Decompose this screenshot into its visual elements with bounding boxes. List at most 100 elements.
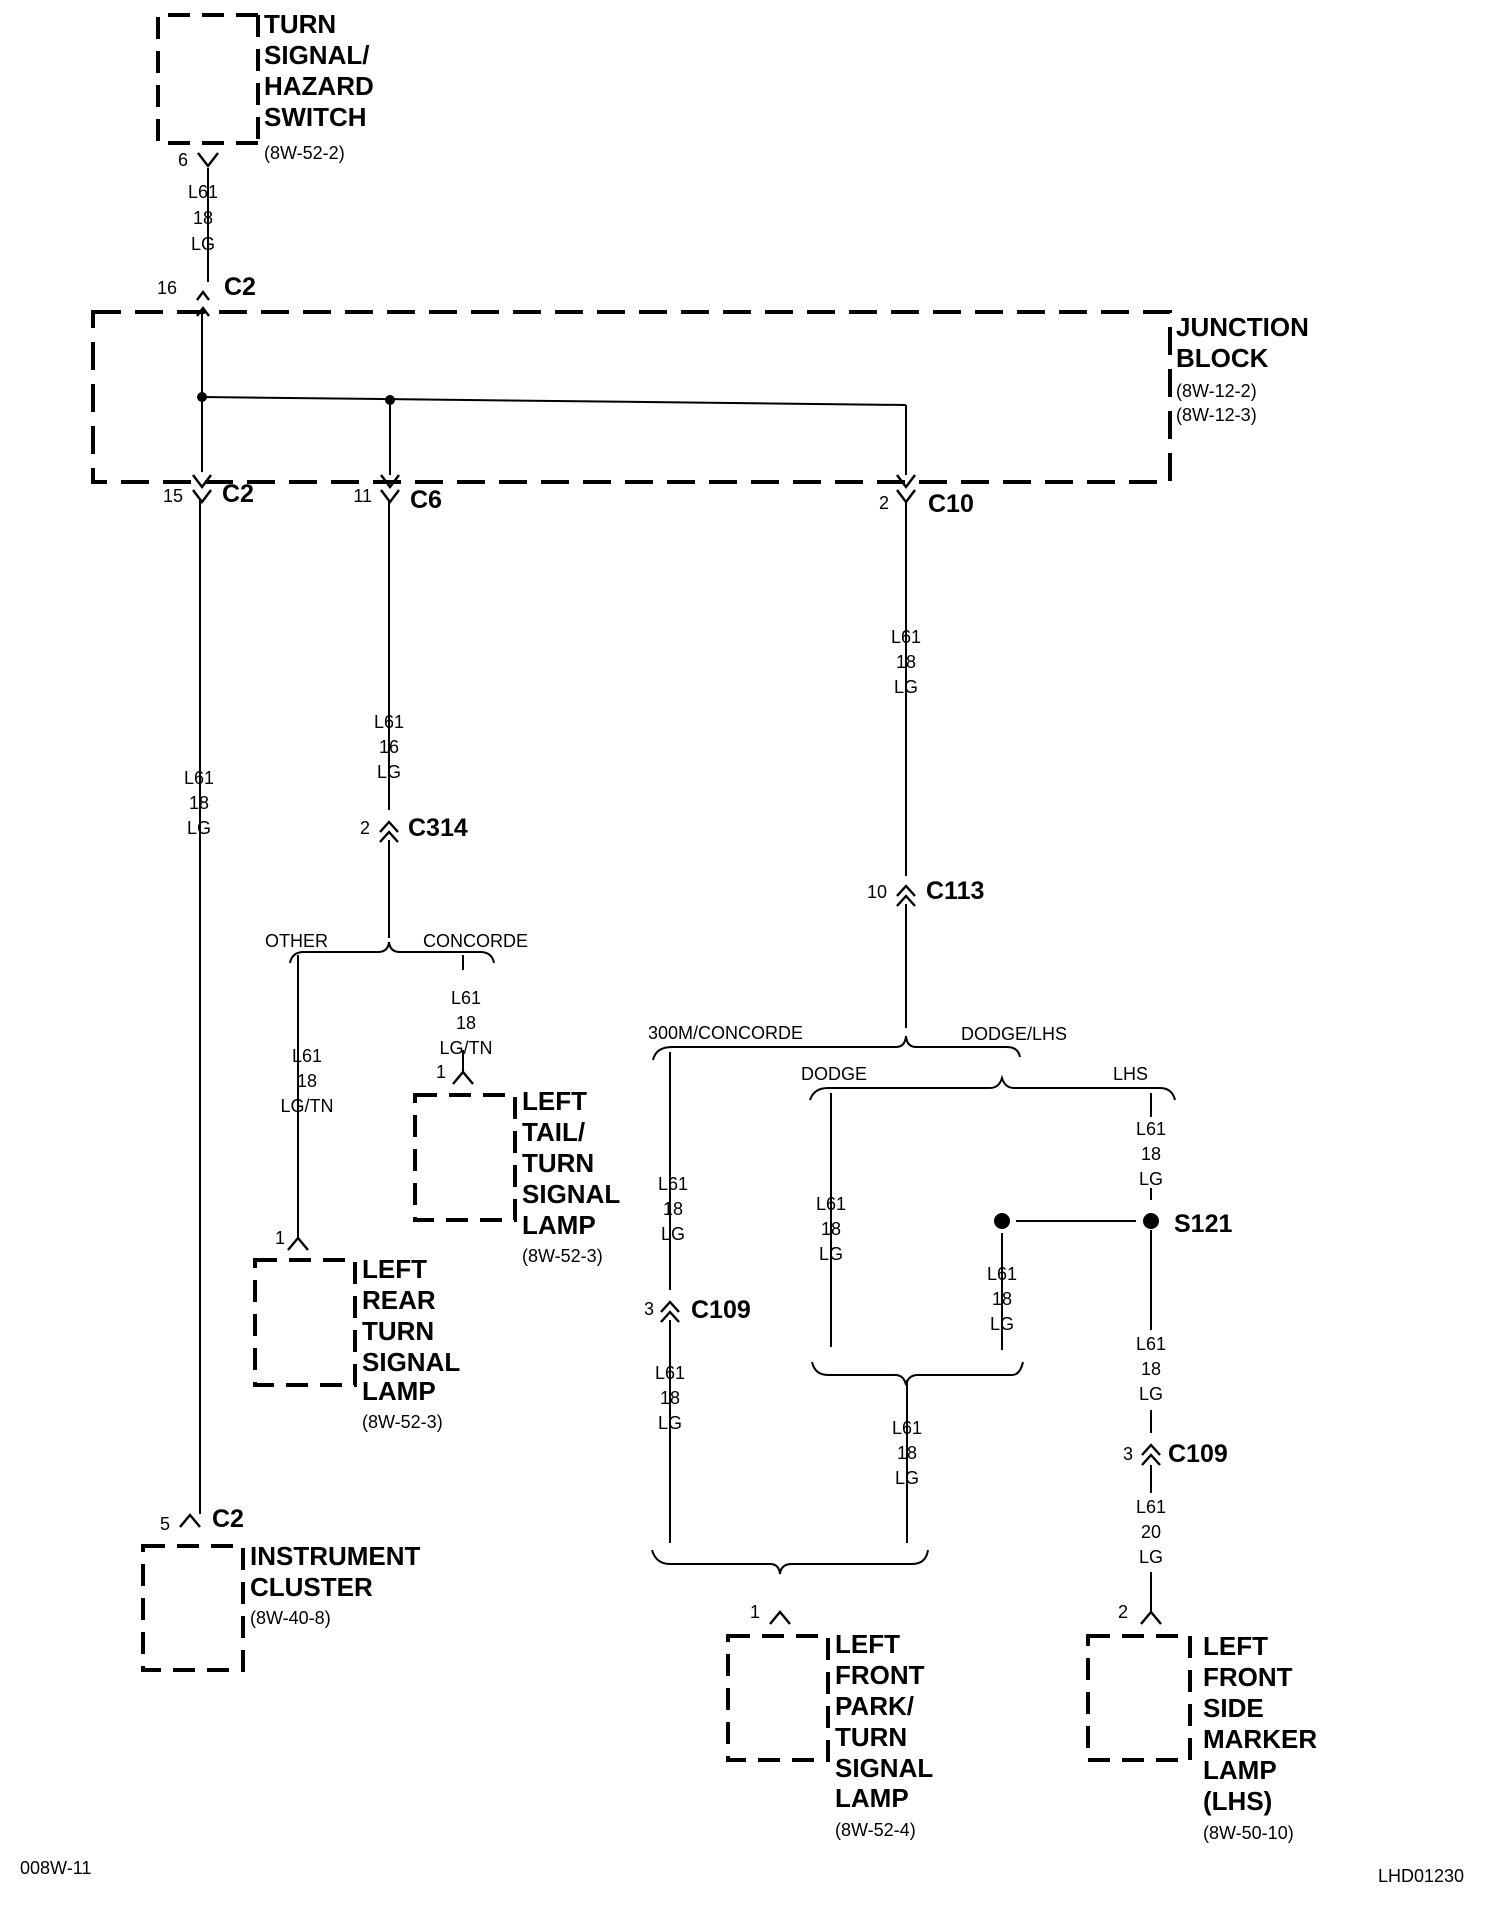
svg-text:1: 1 [436, 1062, 446, 1082]
svg-text:REAR: REAR [362, 1285, 436, 1315]
left-tail-turn-lamp-box [413, 1093, 517, 1222]
footer-right-code: LHD01230 [1378, 1866, 1464, 1886]
svg-text:C6: C6 [410, 486, 442, 514]
svg-text:18: 18 [193, 208, 213, 228]
svg-text:LG: LG [895, 1468, 919, 1488]
svg-text:18: 18 [189, 793, 209, 813]
splice-s121-dot [994, 1213, 1010, 1229]
svg-text:JUNCTION: JUNCTION [1176, 312, 1309, 342]
connector-labels: 6 16 C2 15 C2 11 C6 2 C10 2 C314 10 C113… [157, 150, 1233, 1622]
svg-text:FRONT: FRONT [1203, 1662, 1293, 1692]
svg-text:18: 18 [821, 1219, 841, 1239]
svg-text:2: 2 [1118, 1602, 1128, 1622]
svg-text:(LHS): (LHS) [1203, 1786, 1272, 1816]
svg-text:TURN: TURN [522, 1148, 594, 1178]
svg-text:1: 1 [275, 1228, 285, 1248]
svg-text:CLUSTER: CLUSTER [250, 1572, 373, 1602]
svg-text:SWITCH: SWITCH [264, 102, 367, 132]
svg-text:16: 16 [157, 278, 177, 298]
svg-text:2: 2 [360, 818, 370, 838]
svg-text:SIGNAL: SIGNAL [835, 1753, 933, 1783]
svg-text:LG/TN: LG/TN [280, 1096, 333, 1116]
svg-text:LEFT: LEFT [835, 1629, 900, 1659]
svg-text:LAMP: LAMP [362, 1376, 436, 1406]
svg-text:(8W-52-2): (8W-52-2) [264, 143, 345, 163]
svg-text:3: 3 [1123, 1444, 1133, 1464]
svg-text:SIGNAL: SIGNAL [522, 1179, 620, 1209]
junction-block-box [91, 310, 1172, 484]
svg-text:LG: LG [1139, 1384, 1163, 1404]
turn-signal-switch-box [156, 13, 260, 145]
svg-text:LG: LG [1139, 1169, 1163, 1189]
svg-text:C2: C2 [224, 273, 256, 301]
svg-text:BLOCK: BLOCK [1176, 343, 1269, 373]
svg-text:MARKER: MARKER [1203, 1724, 1317, 1754]
svg-text:L61: L61 [1136, 1497, 1166, 1517]
svg-text:HAZARD: HAZARD [264, 71, 374, 101]
svg-text:TURN: TURN [835, 1722, 907, 1752]
svg-text:L61: L61 [987, 1264, 1017, 1284]
svg-text:L61: L61 [1136, 1119, 1166, 1139]
svg-text:3: 3 [644, 1299, 654, 1319]
svg-text:L61: L61 [658, 1174, 688, 1194]
svg-text:C314: C314 [408, 814, 468, 842]
svg-text:11: 11 [353, 486, 372, 506]
svg-text:C109: C109 [691, 1296, 751, 1324]
splice-dot [385, 395, 395, 405]
turn-signal-switch-label: TURN SIGNAL/ HAZARD SWITCH (8W-52-2) [264, 9, 374, 163]
footer-left-code: 008W-11 [20, 1858, 91, 1878]
svg-text:LG: LG [894, 677, 918, 697]
svg-text:(8W-52-3): (8W-52-3) [362, 1412, 443, 1432]
svg-text:LG/TN: LG/TN [439, 1038, 492, 1058]
instrument-cluster-label: INSTRUMENT CLUSTER (8W-40-8) [250, 1541, 421, 1628]
svg-text:LEFT: LEFT [362, 1254, 427, 1284]
svg-text:LG: LG [819, 1244, 843, 1264]
svg-text:L61: L61 [188, 182, 218, 202]
svg-text:DODGE: DODGE [801, 1064, 867, 1084]
svg-text:SIDE: SIDE [1203, 1693, 1264, 1723]
svg-text:OTHER: OTHER [265, 931, 328, 951]
svg-text:(8W-50-10): (8W-50-10) [1203, 1823, 1294, 1843]
svg-text:S121: S121 [1174, 1210, 1232, 1238]
svg-text:300M/CONCORDE: 300M/CONCORDE [648, 1023, 803, 1043]
svg-text:(8W-12-2): (8W-12-2) [1176, 381, 1257, 401]
svg-text:18: 18 [896, 652, 916, 672]
svg-text:L61: L61 [1136, 1334, 1166, 1354]
svg-text:L61: L61 [891, 627, 921, 647]
splice-dot [197, 392, 207, 402]
svg-text:LG: LG [661, 1224, 685, 1244]
svg-text:18: 18 [456, 1013, 476, 1033]
left-tail-turn-lamp-label: LEFT TAIL/ TURN SIGNAL LAMP (8W-52-3) [522, 1086, 620, 1266]
svg-text:PARK/: PARK/ [835, 1691, 914, 1721]
left-front-park-turn-lamp-box [726, 1634, 830, 1762]
svg-text:6: 6 [178, 150, 188, 170]
svg-text:5: 5 [160, 1514, 170, 1534]
svg-text:TURN: TURN [264, 9, 336, 39]
svg-text:18: 18 [1141, 1144, 1161, 1164]
svg-text:LG: LG [191, 234, 215, 254]
svg-text:(8W-52-4): (8W-52-4) [835, 1820, 916, 1840]
option-brackets [289, 941, 1176, 1575]
svg-text:L61: L61 [892, 1418, 922, 1438]
svg-text:LG: LG [990, 1314, 1014, 1334]
svg-text:18: 18 [897, 1443, 917, 1463]
wire-labels: L61 18 LG L61 18 LG L61 16 LG L61 18 LG … [184, 182, 1166, 1567]
instrument-cluster-box [141, 1544, 245, 1672]
svg-text:C113: C113 [926, 877, 984, 905]
svg-text:L61: L61 [292, 1046, 322, 1066]
svg-text:L61: L61 [655, 1363, 685, 1383]
svg-text:2: 2 [879, 493, 889, 513]
left-rear-turn-lamp-box [253, 1258, 357, 1387]
svg-text:10: 10 [867, 882, 887, 902]
left-front-side-marker-lamp-label: LEFT FRONT SIDE MARKER LAMP (LHS) (8W-50… [1203, 1631, 1317, 1843]
svg-text:(8W-12-3): (8W-12-3) [1176, 405, 1257, 425]
svg-text:INSTRUMENT: INSTRUMENT [250, 1541, 421, 1571]
svg-text:C2: C2 [222, 480, 254, 508]
svg-text:LAMP: LAMP [835, 1783, 909, 1813]
svg-text:18: 18 [297, 1071, 317, 1091]
svg-text:18: 18 [992, 1289, 1012, 1309]
svg-text:C109: C109 [1168, 1440, 1228, 1468]
svg-text:18: 18 [1141, 1359, 1161, 1379]
svg-text:L61: L61 [451, 988, 481, 1008]
svg-text:SIGNAL: SIGNAL [362, 1347, 460, 1377]
